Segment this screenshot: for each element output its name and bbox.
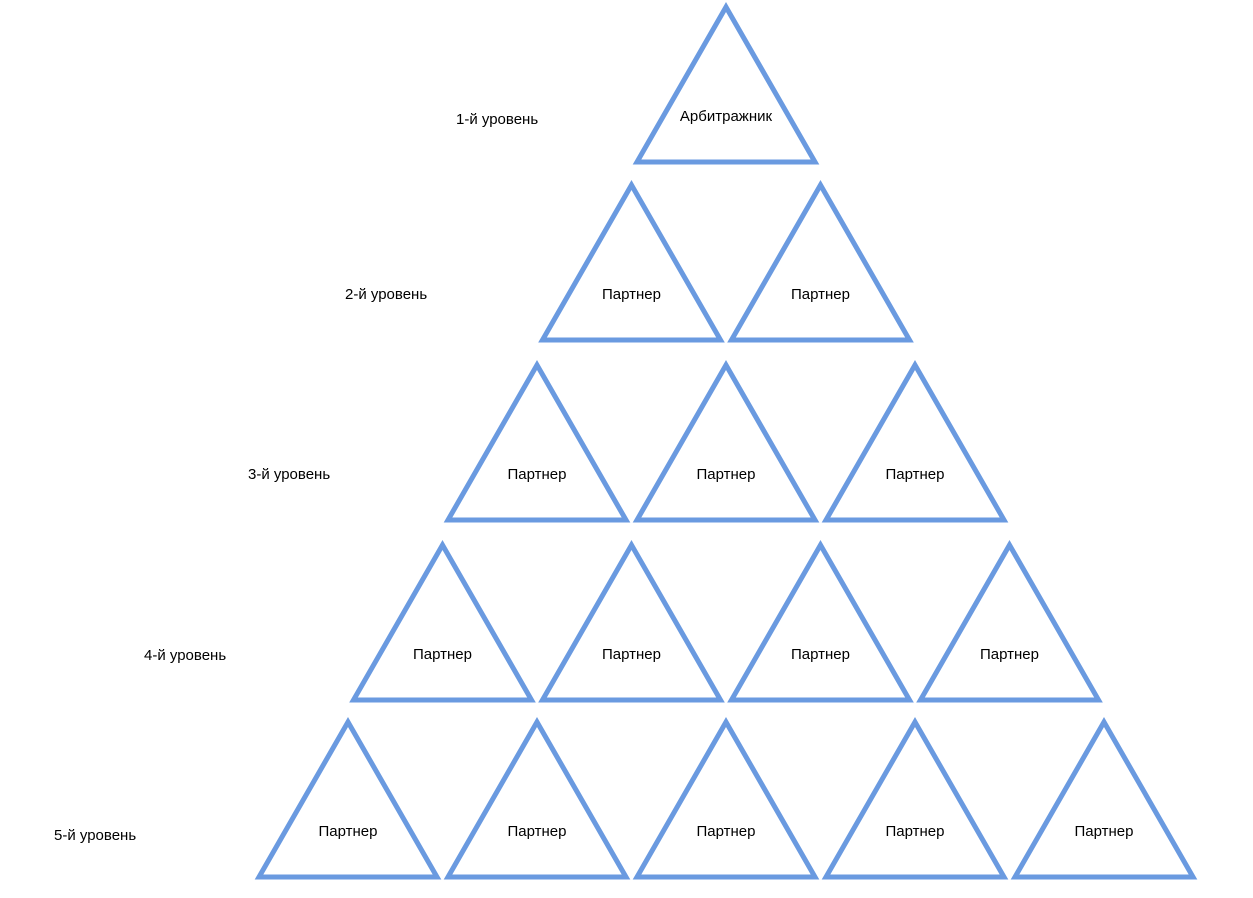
node-label: Арбитражник — [680, 108, 773, 125]
level-2-label: 2-й уровень — [345, 286, 428, 303]
node-label: Партнер — [508, 823, 567, 840]
triangle-shape — [632, 359, 820, 523]
node-triangle-l5-2: Партнер — [443, 716, 631, 880]
node-label: Партнер — [886, 823, 945, 840]
triangle-shape — [443, 716, 631, 880]
triangle-shape — [254, 716, 442, 880]
level-4-label: 4-й уровень — [144, 647, 227, 664]
node-label: Партнер — [413, 646, 472, 663]
node-triangle-l3-2: Партнер — [632, 359, 820, 523]
node-triangle-l2-1: Партнер — [538, 179, 725, 343]
node-label: Партнер — [508, 466, 567, 483]
node-triangle-l5-1: Партнер — [254, 716, 442, 880]
node-label: Партнер — [602, 286, 661, 303]
triangle-shape — [443, 359, 631, 523]
triangle-shape — [821, 716, 1009, 880]
triangle-shape — [916, 539, 1103, 703]
node-triangle-l4-3: Партнер — [727, 539, 914, 703]
node-triangle-l5-4: Партнер — [821, 716, 1009, 880]
triangle-shape — [538, 179, 725, 343]
node-label: Партнер — [602, 646, 661, 663]
node-triangle-l3-1: Партнер — [443, 359, 631, 523]
node-triangle-l5-3: Партнер — [632, 716, 820, 880]
node-triangle-l2-2: Партнер — [727, 179, 914, 343]
node-label: Партнер — [886, 466, 945, 483]
triangle-shape — [727, 539, 914, 703]
triangle-shape — [349, 539, 536, 703]
level-1-label: 1-й уровень — [456, 111, 539, 128]
level-3-label: 3-й уровень — [248, 466, 331, 483]
triangle-shape — [727, 179, 914, 343]
node-label: Партнер — [980, 646, 1039, 663]
node-triangle-l4-1: Партнер — [349, 539, 536, 703]
node-label: Партнер — [697, 823, 756, 840]
triangle-shape — [1010, 716, 1198, 880]
node-label: Партнер — [791, 286, 850, 303]
node-triangle-l4-4: Партнер — [916, 539, 1103, 703]
node-triangle-l3-3: Партнер — [821, 359, 1009, 523]
level-5-label: 5-й уровень — [54, 827, 137, 844]
triangle-shape — [538, 539, 725, 703]
triangle-shape — [821, 359, 1009, 523]
triangle-shape — [632, 1, 820, 165]
node-triangle-l5-5: Партнер — [1010, 716, 1198, 880]
node-triangle-l4-2: Партнер — [538, 539, 725, 703]
node-label: Партнер — [319, 823, 378, 840]
node-triangle-l1-1: Арбитражник — [632, 1, 820, 165]
node-label: Партнер — [697, 466, 756, 483]
triangle-shape — [632, 716, 820, 880]
node-label: Партнер — [791, 646, 850, 663]
node-label: Партнер — [1075, 823, 1134, 840]
